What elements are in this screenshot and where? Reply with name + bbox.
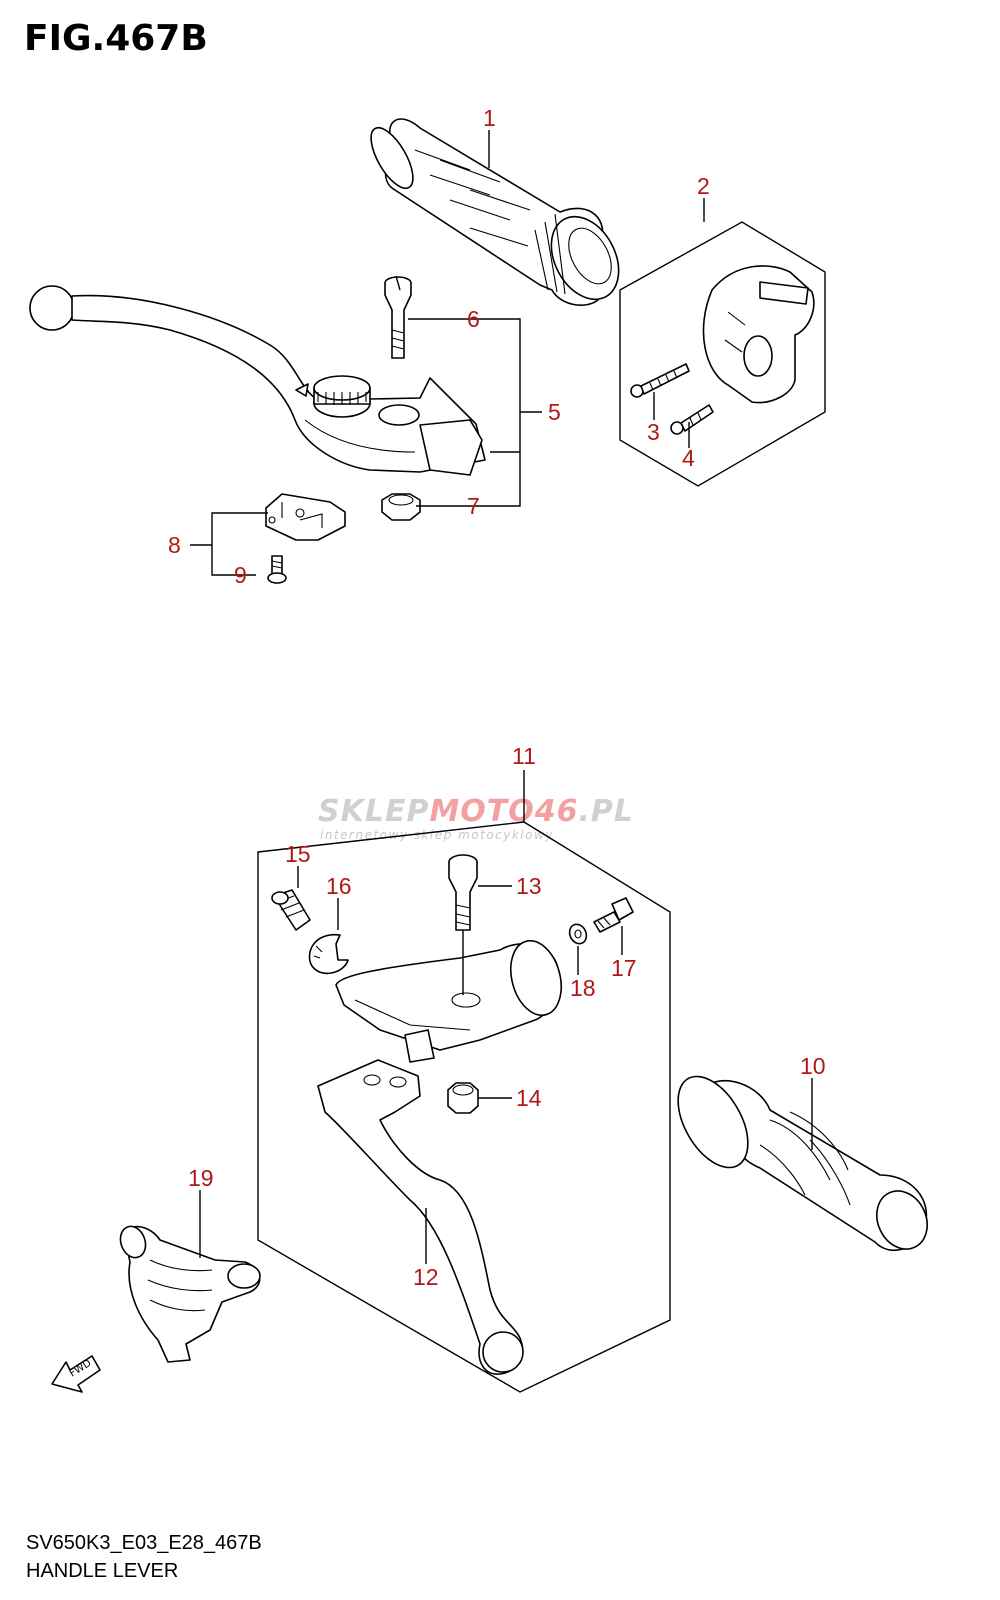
callout-3: 3 — [647, 419, 660, 445]
part-14-nut — [447, 1082, 479, 1114]
callout-8: 8 — [168, 532, 181, 558]
clutch-lever-holder — [335, 939, 562, 1063]
callout-13: 13 — [516, 873, 542, 899]
callout-16: 16 — [326, 873, 352, 899]
part-7-nut — [381, 493, 421, 521]
fwd-arrow-icon: FWD — [51, 1355, 101, 1393]
figure-title: FIG.467B — [24, 18, 208, 59]
part-13-pivot-bolt — [448, 854, 478, 931]
callout-12: 12 — [413, 1264, 439, 1290]
part-8-brake-switch — [265, 493, 346, 541]
watermark-part-1: SKLEP — [318, 794, 430, 829]
callout-1: 1 — [483, 105, 496, 131]
part-4-screw — [670, 404, 714, 435]
callout-17: 17 — [611, 955, 637, 981]
callout-15: 15 — [285, 841, 311, 867]
callout-10: 10 — [800, 1053, 826, 1079]
callout-14: 14 — [516, 1085, 542, 1111]
callout-numbers: 1 2 3 4 5 6 7 8 9 10 11 12 13 14 15 16 1… — [168, 105, 826, 1290]
callout-4: 4 — [682, 445, 695, 471]
callout-2: 2 — [697, 173, 710, 199]
part-16-clip — [308, 934, 349, 975]
callout-7: 7 — [467, 493, 480, 519]
part-19-clutch-switch — [119, 1225, 261, 1363]
callout-19: 19 — [188, 1165, 214, 1191]
part-18-washer — [568, 923, 588, 945]
callout-11: 11 — [512, 743, 536, 769]
part-12-clutch-lever — [317, 1059, 524, 1375]
part-15-adjuster — [271, 889, 311, 931]
figure-code: SV650K3_E03_E28_467B — [26, 1532, 262, 1554]
part-1-throttle-grip — [370, 118, 620, 306]
part-10-left-grip — [677, 1075, 928, 1252]
part-3-screw — [630, 363, 690, 398]
leader-lines — [190, 130, 813, 1264]
callout-9: 9 — [234, 562, 247, 588]
watermark-part-4: .PL — [578, 794, 635, 829]
callout-5: 5 — [548, 399, 561, 425]
part-2-throttle-housing — [619, 221, 826, 487]
watermark-part-3: 46 — [534, 794, 579, 829]
callout-6: 6 — [467, 306, 480, 332]
part-6-pivot-bolt — [384, 275, 412, 359]
part-17-bolt — [593, 897, 634, 933]
watermark-brand: SKLEPMOTO46.PL — [318, 794, 698, 829]
part-9-screw — [267, 555, 287, 584]
callout-18: 18 — [570, 975, 596, 1001]
figure-name: HANDLE LEVER — [26, 1560, 179, 1582]
part-5-brake-lever — [29, 285, 486, 476]
